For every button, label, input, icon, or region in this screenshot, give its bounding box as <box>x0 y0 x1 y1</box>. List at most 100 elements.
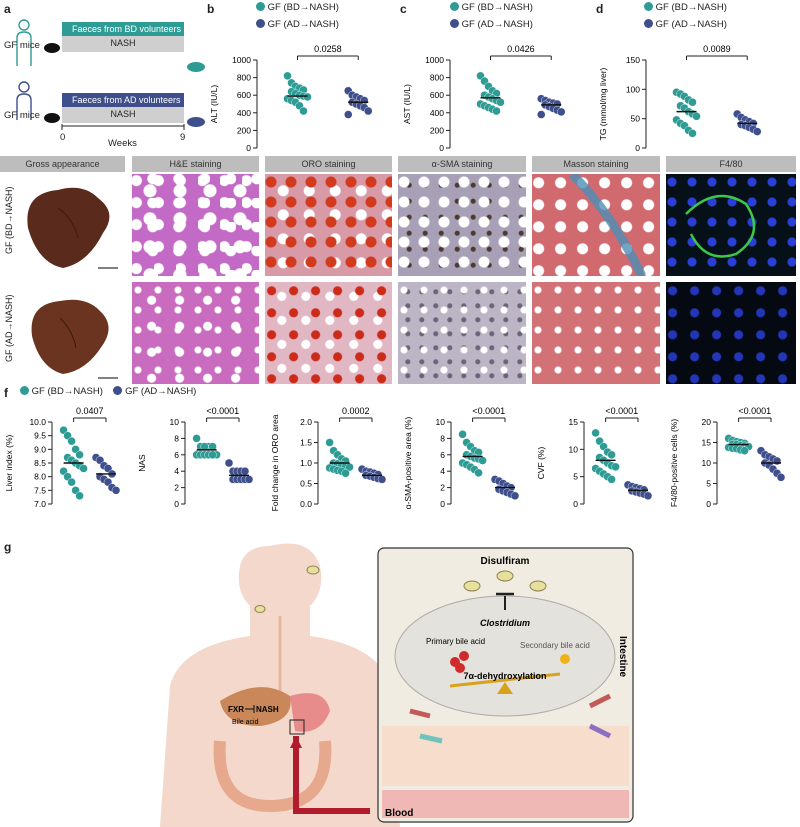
y-axis-label: α-SMA-positive area (%) <box>403 416 413 509</box>
y-tick-label: 150 <box>626 55 640 65</box>
mouse-icon-ad-left <box>44 113 60 123</box>
y-tick-label: 1.5 <box>300 438 312 448</box>
blood-arrow <box>293 736 370 814</box>
legend-bd-label: GF (BD→NASH) <box>655 2 727 13</box>
disulfiram-label: Disulfiram <box>481 556 530 567</box>
disulfiram-pill-2 <box>496 570 514 582</box>
mechanism-diagram: FXR NASH Bile acid Disulfiram Clostridiu… <box>160 543 634 827</box>
y-axis-label: Fold change in ORO area <box>270 414 280 511</box>
y-tick-label: 6 <box>174 450 179 460</box>
y-tick-label: 0 <box>439 143 444 153</box>
p-value: <0.0001 <box>472 406 505 416</box>
column-header-he: H&E staining <box>132 156 259 172</box>
balance-fulcrum <box>497 682 513 694</box>
week-tick-0: 0 <box>60 132 66 143</box>
y-tick-label: 0 <box>440 499 445 509</box>
bacterium-2 <box>588 693 612 709</box>
nash-bar-bd: NASH <box>62 36 184 52</box>
data-point <box>67 436 76 446</box>
data-point <box>364 106 373 116</box>
data-point <box>643 491 653 501</box>
y-tick-label: 8.0 <box>34 472 46 482</box>
f480-stain-bd <box>666 174 796 276</box>
panel-letter-g: g <box>4 540 12 554</box>
reaction-label: 7α-dehydroxylation <box>463 671 546 681</box>
data-point <box>75 450 84 459</box>
masson-stain-ad <box>532 282 660 384</box>
y-tick-label: 10 <box>170 417 180 427</box>
asma-stain-ad <box>398 282 526 384</box>
data-point <box>341 469 350 478</box>
nash-label-g: NASH <box>256 705 279 714</box>
y-axis-label: AST (IU/L) <box>402 84 412 124</box>
y-tick-label: 0 <box>573 499 578 509</box>
bacterium-3 <box>419 733 443 744</box>
data-point <box>688 98 697 107</box>
secondary-bile-acid-dot <box>560 654 570 664</box>
y-tick-label: 800 <box>237 73 251 83</box>
y-tick-label: 10 <box>569 444 579 454</box>
y-tick-label: 400 <box>430 108 444 118</box>
data-point <box>299 106 308 116</box>
data-point <box>772 456 782 466</box>
y-tick-label: 5 <box>706 479 711 489</box>
disulfiram-pill-1 <box>463 580 481 592</box>
column-header-f480: F4/80 <box>666 156 796 172</box>
y-tick-label: 9.5 <box>34 431 46 441</box>
data-point <box>244 475 254 484</box>
legend-bd-dot <box>644 2 653 11</box>
y-tick-label: 1000 <box>232 55 251 65</box>
y-tick-label: 7.5 <box>34 485 46 495</box>
y-tick-label: 6 <box>440 450 445 460</box>
column-header-gross: Gross appearance <box>0 156 125 172</box>
data-point <box>753 127 762 136</box>
legend-ad-label: GF (AD→NASH) <box>267 19 339 30</box>
legend-b: GF (BD→NASH) GF (AD→NASH) <box>256 2 339 30</box>
data-point <box>67 477 76 487</box>
column-header-masson: Masson staining <box>532 156 660 172</box>
y-tick-label: 8 <box>174 433 179 443</box>
oro-stain-bd <box>265 174 392 276</box>
liver-image-bd <box>27 187 118 269</box>
legend-c: GF (BD→NASH) GF (AD→NASH) <box>450 2 533 30</box>
blood-label: Blood <box>385 808 413 819</box>
intestine-label: Intestine <box>617 636 628 678</box>
legend-bd-dot <box>450 2 459 11</box>
p-value: 0.0089 <box>703 44 731 54</box>
data-point <box>496 98 505 107</box>
y-tick-label: 100 <box>626 84 640 94</box>
legend-bd-label: GF (BD→NASH) <box>31 386 103 397</box>
data-point <box>240 466 250 476</box>
weeks-label: Weeks <box>108 138 137 149</box>
primary-bile-acid-dot-3 <box>455 663 465 673</box>
secondary-bile-acid-label: Secondary bile acid <box>520 641 590 650</box>
he-stain-ad <box>132 282 259 384</box>
y-tick-label: 0 <box>635 143 640 153</box>
data-point <box>607 475 616 484</box>
data-point <box>607 450 616 459</box>
data-point <box>474 468 483 478</box>
y-tick-label: 2.0 <box>300 417 312 427</box>
p-value: 0.0407 <box>76 406 104 416</box>
y-tick-label: 2 <box>174 483 179 493</box>
f480-stain-ad <box>666 282 796 384</box>
bacterium-4 <box>588 723 612 739</box>
bacterium-1 <box>409 708 431 719</box>
fxr-label: FXR <box>228 705 244 714</box>
p-value: 0.0002 <box>342 406 370 416</box>
panel-letter-c: c <box>400 2 407 16</box>
pill-mouth <box>306 565 320 575</box>
data-point <box>458 430 467 439</box>
p-value: <0.0001 <box>206 406 239 416</box>
y-tick-label: 0 <box>706 499 711 509</box>
disulfiram-pill-3 <box>529 580 547 592</box>
weeks-axis <box>61 124 185 130</box>
bd-banner: Faeces from BD volunteers <box>62 22 184 36</box>
ad-banner: Faeces from AD volunteers <box>62 93 184 107</box>
y-tick-label: 800 <box>430 73 444 83</box>
y-tick-label: 2 <box>440 483 445 493</box>
data-point <box>79 464 88 473</box>
y-tick-label: 1.0 <box>300 458 312 468</box>
